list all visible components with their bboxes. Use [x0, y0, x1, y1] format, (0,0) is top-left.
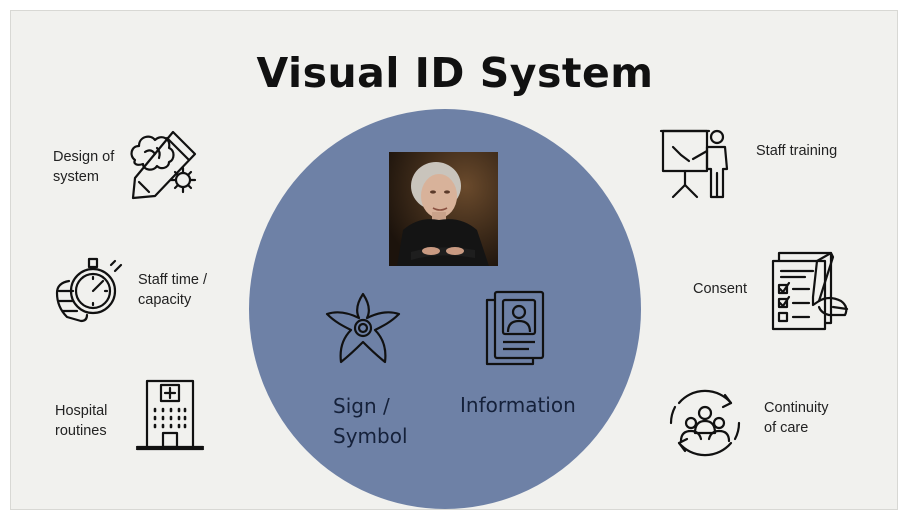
- design-of-system-label: Design of system: [53, 147, 114, 187]
- consent-label: Consent: [693, 281, 748, 297]
- design-of-system-label-line2: system: [53, 169, 99, 185]
- information-label: Information: [460, 393, 576, 417]
- staff-training-label: Staff training: [756, 143, 838, 159]
- sign-symbol-label-line2: Symbol: [333, 424, 408, 448]
- design-of-system-label-line1: Design of: [53, 149, 115, 165]
- hospital-routines-label: Hospital routines: [55, 401, 107, 441]
- sign-symbol-label-line1: Sign /: [333, 394, 390, 418]
- continuity-people-icon: [665, 383, 745, 463]
- slide-title: Visual ID System: [256, 49, 654, 97]
- staff-time-capacity-label: Staff time / capacity: [138, 270, 207, 310]
- presenter-board-icon: [659, 125, 737, 203]
- brain-pencil-gear-icon: [125, 126, 201, 202]
- hospital-routines-label-line2: routines: [55, 423, 107, 439]
- hospital-routines-label-line1: Hospital: [55, 403, 108, 419]
- staff-time-capacity-label-line2: capacity: [138, 292, 192, 308]
- consent-form-icon: [769, 249, 851, 331]
- continuity-of-care-label-line1: Continuity: [764, 400, 829, 416]
- hospital-building-icon: [133, 377, 207, 453]
- continuity-of-care-label-line2: of care: [764, 420, 809, 436]
- sign-symbol-label: Sign / Symbol: [333, 391, 408, 451]
- staff-time-capacity-label-line1: Staff time /: [138, 272, 208, 288]
- elderly-person-photo: [389, 152, 498, 266]
- slide: Visual ID System: [10, 10, 898, 510]
- continuity-of-care-label: Continuity of care: [764, 398, 828, 438]
- flower-symbol-icon: [323, 290, 403, 366]
- profile-document-icon: [483, 288, 553, 368]
- stopwatch-hand-icon: [51, 251, 127, 327]
